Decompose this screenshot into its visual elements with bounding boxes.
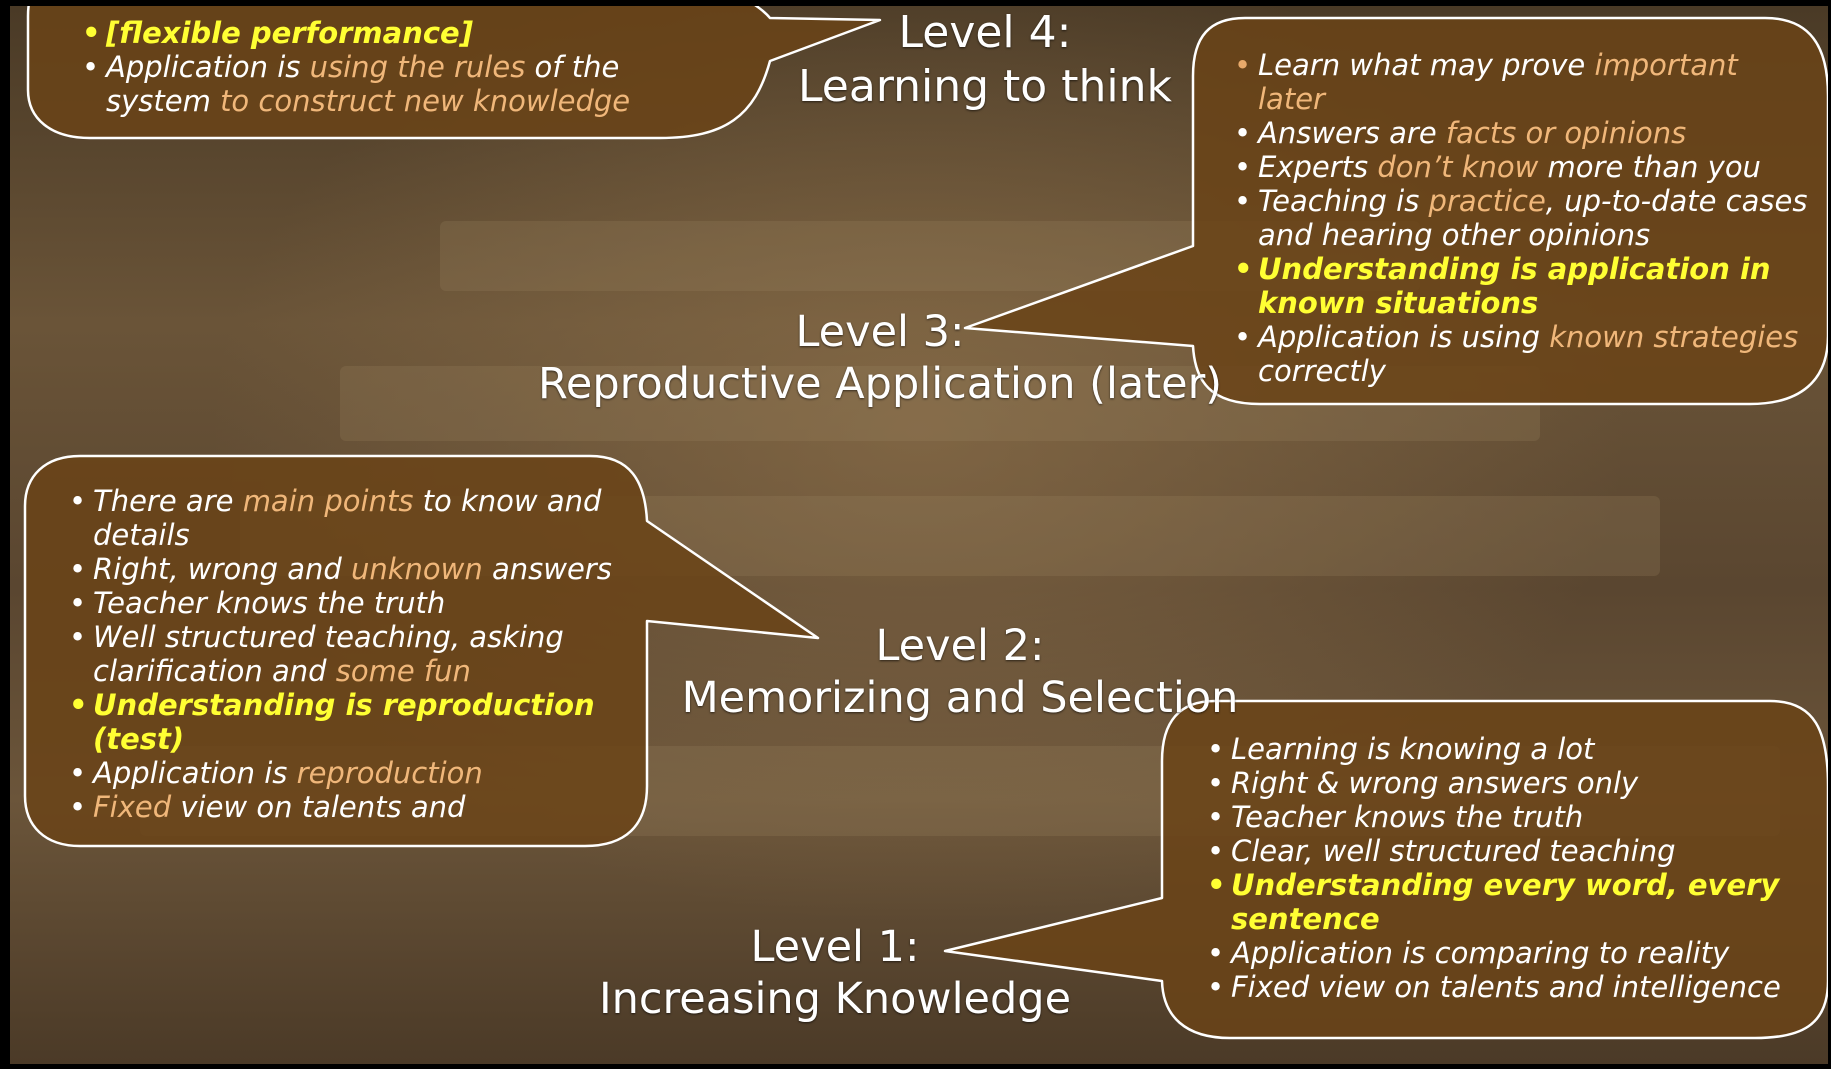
level2-point: Teacher knows the truth (65, 586, 625, 620)
level3-point: Learn what may prove important later (1230, 48, 1810, 116)
level3-point: Understanding is application in known si… (1230, 252, 1810, 320)
level3-name: Reproductive Application (later) (537, 359, 1223, 410)
level1-number: Level 1: (750, 922, 920, 972)
level3-points: Learn what may prove important later Ans… (1230, 48, 1810, 388)
level3-point: Answers are facts or opinions (1230, 116, 1810, 150)
level4-point: Application is using the rules of the sy… (78, 50, 718, 118)
level2-title: Level 2: Memorizing and Selection (660, 620, 1260, 725)
level3-point: Application is using known strategies co… (1230, 320, 1810, 388)
level2-point: Application is reproduction (65, 756, 625, 790)
level1-point: Right & wrong answers only (1203, 766, 1813, 800)
level3-number: Level 3: (795, 307, 965, 357)
level2-points: There are main points to know and detail… (65, 484, 625, 824)
level2-point: Fixed view on talents and (65, 790, 625, 824)
level4-number: Level 4: (898, 7, 1072, 58)
level1-point: Clear, well structured teaching (1203, 834, 1813, 868)
level1-point: Learning is knowing a lot (1203, 732, 1813, 766)
level2-name: Memorizing and Selection (681, 673, 1239, 724)
level2-point: Right, wrong and unknown answers (65, 552, 625, 586)
level4-points: [flexible performance] Application is us… (78, 16, 718, 118)
level1-point: Fixed view on talents and intelligence (1203, 970, 1813, 1004)
level3-title: Level 3: Reproductive Application (later… (510, 306, 1250, 411)
level2-number: Level 2: (875, 621, 1045, 671)
level2-point: There are main points to know and detail… (65, 484, 625, 552)
level4-name: Learning to think (798, 60, 1172, 112)
level1-point: Application is comparing to reality (1203, 936, 1813, 970)
level1-name: Increasing Knowledge (598, 974, 1072, 1025)
level1-title: Level 1: Increasing Knowledge (570, 921, 1100, 1026)
level3-point: Teaching is practice, up-to-date cases a… (1230, 184, 1810, 252)
level2-point: Understanding is reproduction (test) (65, 688, 625, 756)
level4-title: Level 4: Learning to think (790, 6, 1180, 113)
level4-point: [flexible performance] (78, 16, 718, 50)
level1-point: Understanding every word, every sentence (1203, 868, 1813, 936)
level2-point: Well structured teaching, asking clarifi… (65, 620, 625, 688)
slide: Level 4: Learning to think Level 3: Repr… (10, 6, 1828, 1064)
level1-point: Teacher knows the truth (1203, 800, 1813, 834)
level3-point: Experts don’t know more than you (1230, 150, 1810, 184)
level1-points: Learning is knowing a lot Right & wrong … (1203, 732, 1813, 1004)
